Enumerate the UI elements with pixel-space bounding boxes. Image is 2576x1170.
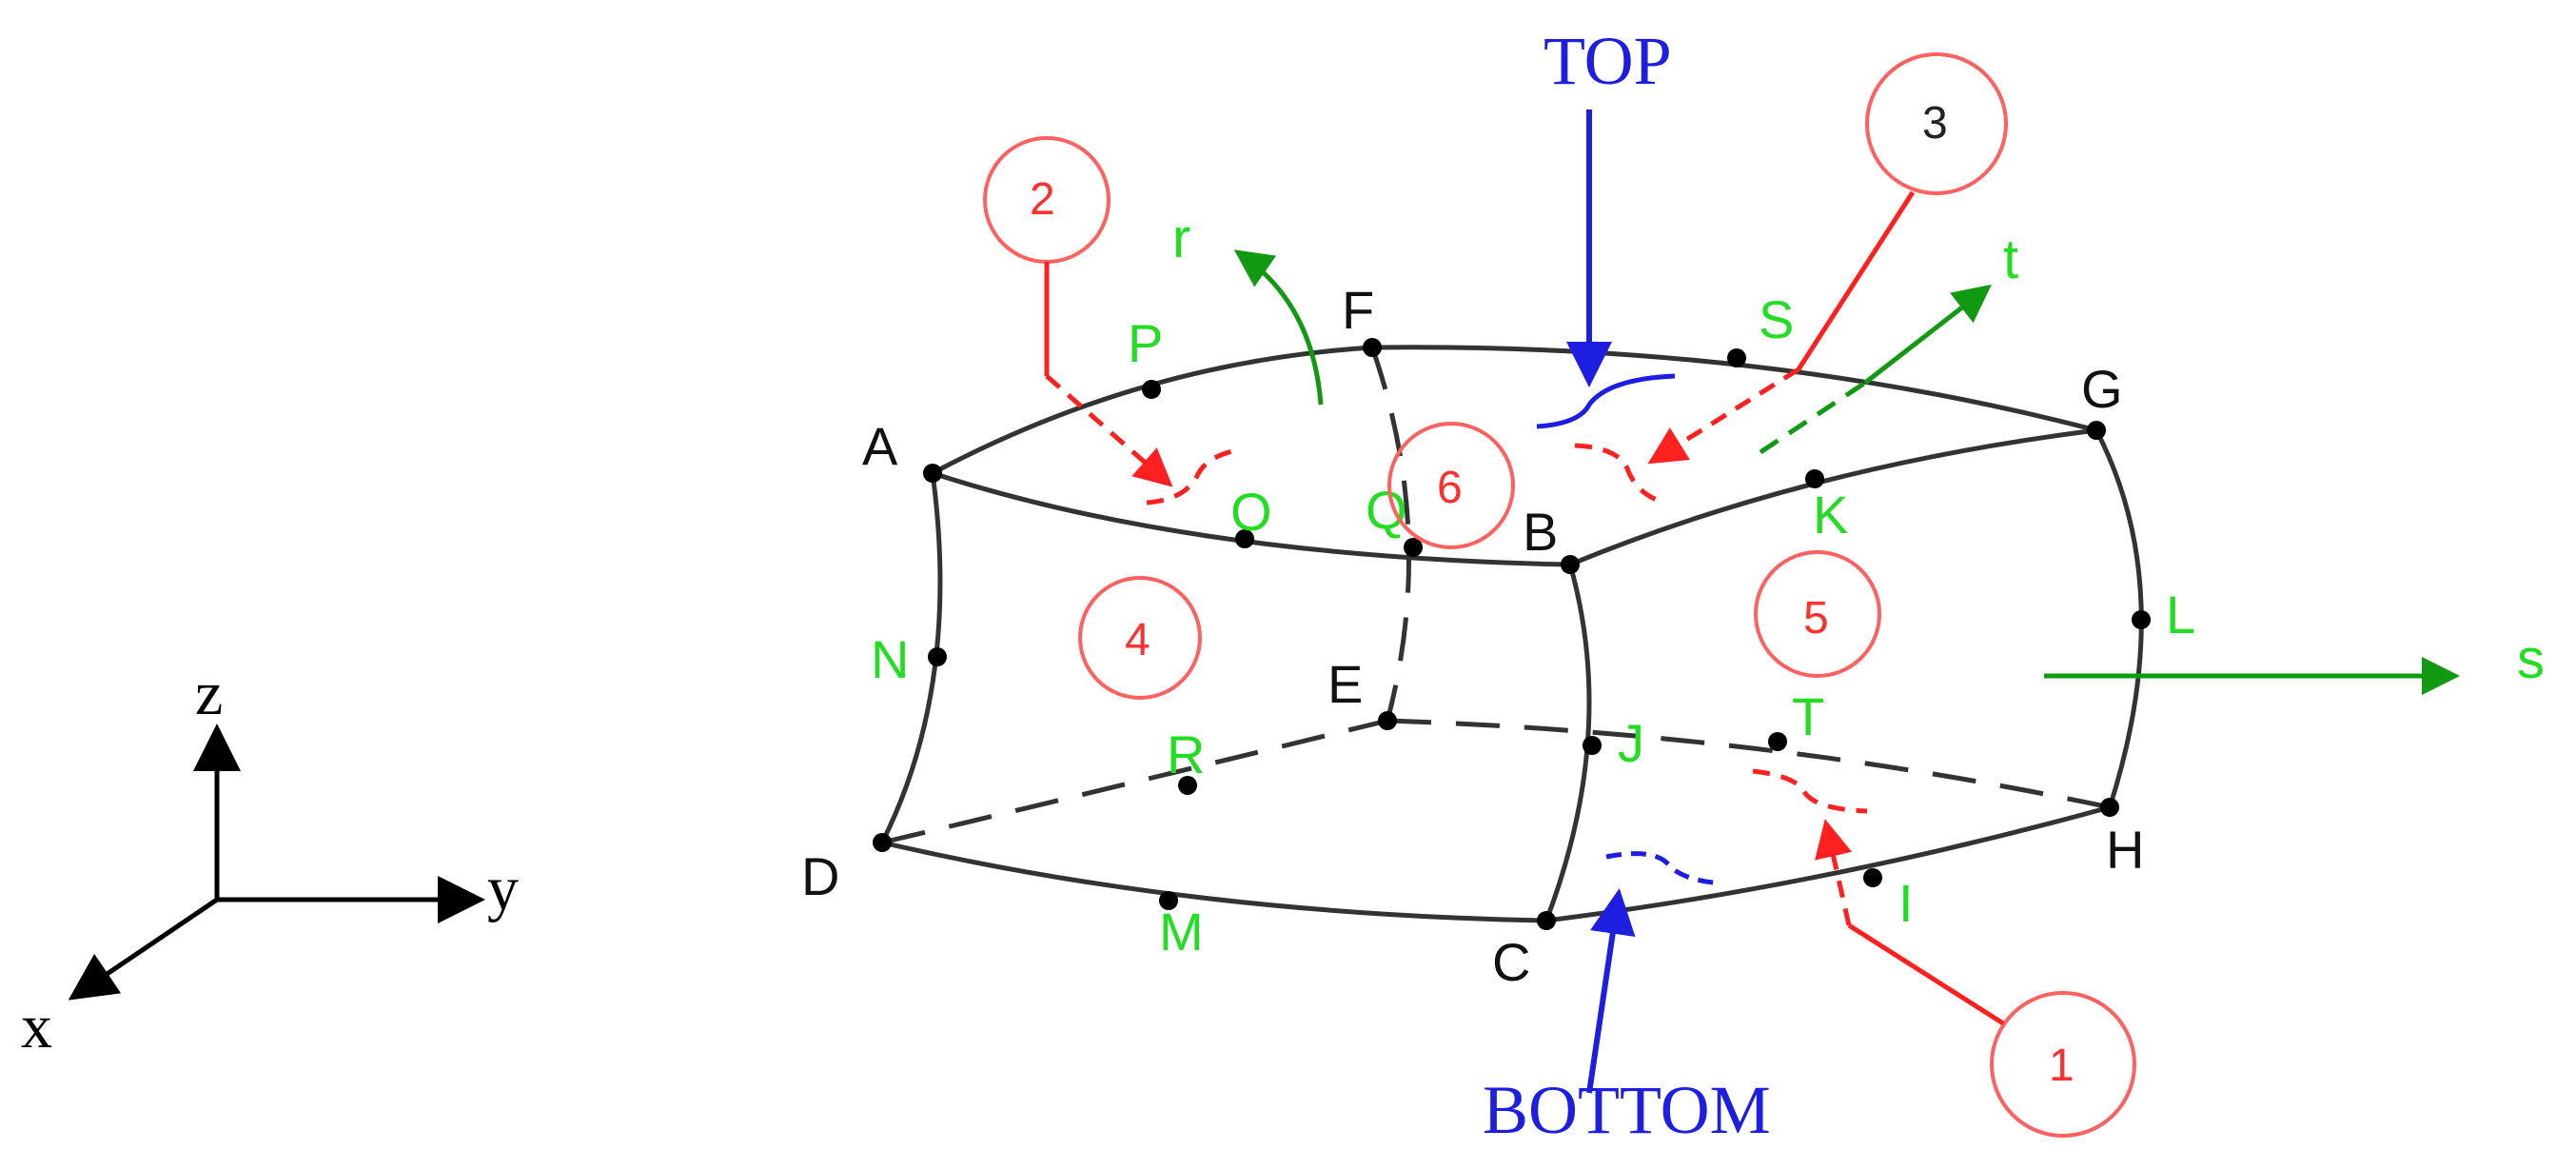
- edge-C-H: [1545, 804, 2111, 923]
- edge-G-H: [2094, 428, 2144, 808]
- corner-labels: A B C D E F G H: [801, 280, 2144, 992]
- top-bottom-markers: TOP BOTTOM: [1483, 23, 1771, 1148]
- label-D: D: [801, 846, 839, 906]
- bottom-surface-mark: [1605, 851, 1723, 886]
- direction-labels: r s t: [1172, 208, 2545, 690]
- r-direction-arrow: [1233, 249, 1324, 406]
- label-B: B: [1523, 502, 1558, 562]
- node-M: [1159, 891, 1178, 910]
- node-A: [923, 464, 942, 483]
- node-R: [1178, 776, 1197, 795]
- node-I: [1863, 868, 1882, 887]
- node-Q: [1404, 538, 1423, 557]
- label-A: A: [862, 416, 898, 476]
- face-number-6: 6: [1437, 463, 1463, 513]
- t-direction-dashed: [1759, 380, 1867, 455]
- node-B: [1561, 555, 1580, 574]
- face-3-leader-dashed: [1647, 367, 1800, 465]
- face-number-4: 4: [1125, 615, 1150, 665]
- node-D: [873, 833, 892, 852]
- node-L: [2132, 610, 2151, 629]
- y-axis-label: y: [487, 854, 519, 923]
- face-2-surface-mark: [1146, 446, 1243, 506]
- face-3-leader-solid: [1796, 190, 1916, 371]
- edge-A-D: [879, 472, 943, 844]
- face-number-1: 1: [2049, 1041, 2075, 1091]
- hidden-edges: [881, 347, 2111, 845]
- top-label: TOP: [1544, 23, 1672, 99]
- s-direction-label: s: [2517, 628, 2545, 690]
- label-P: P: [1128, 313, 1163, 373]
- bottom-arrow: [1586, 888, 1636, 1094]
- t-direction-label: t: [2003, 228, 2018, 290]
- face-leaders: [1044, 190, 2005, 1026]
- edge-D-E: [881, 718, 1388, 845]
- edge-E-H: [1386, 718, 2111, 810]
- node-P: [1142, 380, 1161, 399]
- natural-directions: [1233, 249, 2460, 695]
- label-G: G: [2081, 359, 2123, 419]
- node-F: [1363, 338, 1382, 357]
- global-axes: z y x: [21, 659, 519, 1061]
- label-M: M: [1159, 902, 1204, 962]
- label-T: T: [1792, 686, 1824, 746]
- label-O: O: [1230, 482, 1272, 542]
- node-T: [1768, 732, 1787, 751]
- label-J: J: [1618, 713, 1644, 773]
- label-K: K: [1813, 485, 1848, 545]
- face-1-leader-solid: [1847, 922, 2005, 1026]
- node-S: [1727, 348, 1746, 367]
- face-numbers: 2 3 6 4 5 1: [1030, 98, 2075, 1091]
- face-3-circle: [1865, 52, 2008, 195]
- node-J: [1583, 736, 1602, 755]
- face-1-circle: [1990, 991, 2136, 1138]
- edge-A-B: [932, 470, 1571, 567]
- label-L: L: [2166, 585, 2195, 644]
- label-I: I: [1898, 873, 1914, 933]
- node-K: [1805, 469, 1824, 488]
- label-C: C: [1492, 932, 1530, 992]
- face-number-5: 5: [1803, 593, 1829, 644]
- r-direction-label: r: [1172, 208, 1190, 269]
- z-axis-label: z: [195, 659, 223, 728]
- midside-labels: I J K L M N O P Q R S T: [871, 289, 2195, 962]
- label-E: E: [1327, 654, 1363, 714]
- face-5-circle: [1754, 550, 1881, 678]
- node-C: [1537, 911, 1556, 930]
- face-number-2: 2: [1030, 174, 1055, 225]
- bottom-label: BOTTOM: [1483, 1072, 1771, 1148]
- label-H: H: [2106, 820, 2144, 880]
- label-N: N: [871, 629, 909, 689]
- edge-B-C: [1544, 564, 1592, 922]
- face-1-leader-dashed: [1815, 819, 1853, 926]
- label-S: S: [1759, 289, 1794, 349]
- face-markers: [983, 52, 2136, 1138]
- nodes: [873, 338, 2151, 930]
- node-G: [2087, 421, 2106, 440]
- node-H: [2100, 798, 2119, 817]
- node-N: [928, 647, 947, 666]
- node-O: [1235, 529, 1254, 548]
- face-6-circle: [1387, 422, 1515, 549]
- face-1-surface-mark: [1752, 768, 1868, 814]
- face-3-surface-mark: [1574, 443, 1666, 506]
- label-R: R: [1167, 724, 1205, 784]
- top-surface-mark: [1536, 373, 1676, 429]
- label-Q: Q: [1366, 480, 1407, 540]
- t-direction-arrow-solid: [1863, 284, 1992, 385]
- edge-F-G: [1371, 345, 2097, 433]
- label-F: F: [1342, 280, 1374, 340]
- node-E: [1378, 711, 1397, 730]
- x-axis-label: x: [21, 992, 52, 1061]
- x-axis-arrow: [68, 897, 219, 1001]
- edge-D-C: [881, 840, 1547, 923]
- element-edges: [879, 345, 2144, 923]
- face-4-circle: [1078, 576, 1202, 700]
- face-number-3: 3: [1922, 98, 1948, 149]
